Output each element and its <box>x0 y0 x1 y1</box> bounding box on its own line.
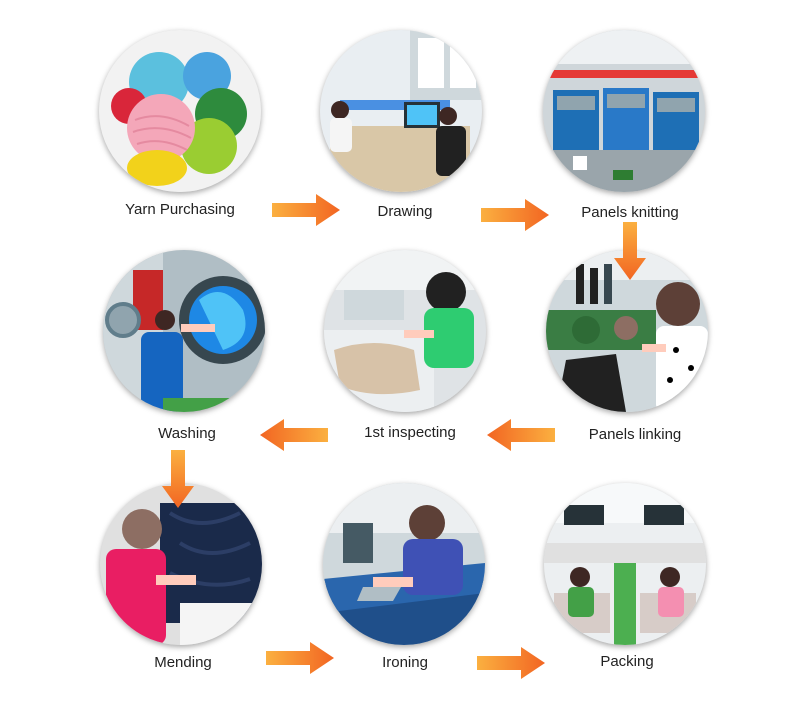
arrow-down-icon <box>162 450 194 508</box>
packing-workshop-photo <box>544 483 706 645</box>
knitting-machines-photo <box>543 30 705 192</box>
ironing-worker-photo <box>323 483 485 645</box>
step-label-drawing: Drawing <box>377 203 433 220</box>
industrial-washer-photo <box>103 250 265 412</box>
step-label-mending: Mending <box>154 654 212 671</box>
design-office-photo <box>320 30 482 192</box>
arrow-right-icon <box>272 194 340 226</box>
step-label-panels-linking: Panels linking <box>588 426 682 443</box>
arrow-left-icon <box>487 419 555 451</box>
arrow-left-icon <box>260 419 328 451</box>
arrow-down-icon <box>614 222 646 280</box>
arrow-right-icon <box>266 642 334 674</box>
step-label-packing: Packing <box>600 653 654 670</box>
step-label-1st-inspecting: 1st inspecting <box>364 424 456 441</box>
arrow-right-icon <box>481 199 549 231</box>
step-label-washing: Washing <box>158 425 216 442</box>
yarn-balls-photo <box>99 30 261 192</box>
arrow-right-icon <box>477 647 545 679</box>
step-label-ironing: Ironing <box>382 654 428 671</box>
inspection-table-photo <box>324 250 486 412</box>
linking-machine-photo <box>546 250 708 412</box>
step-label-yarn-purchasing: Yarn Purchasing <box>125 201 235 218</box>
step-label-panels-knitting: Panels knitting <box>581 204 679 221</box>
